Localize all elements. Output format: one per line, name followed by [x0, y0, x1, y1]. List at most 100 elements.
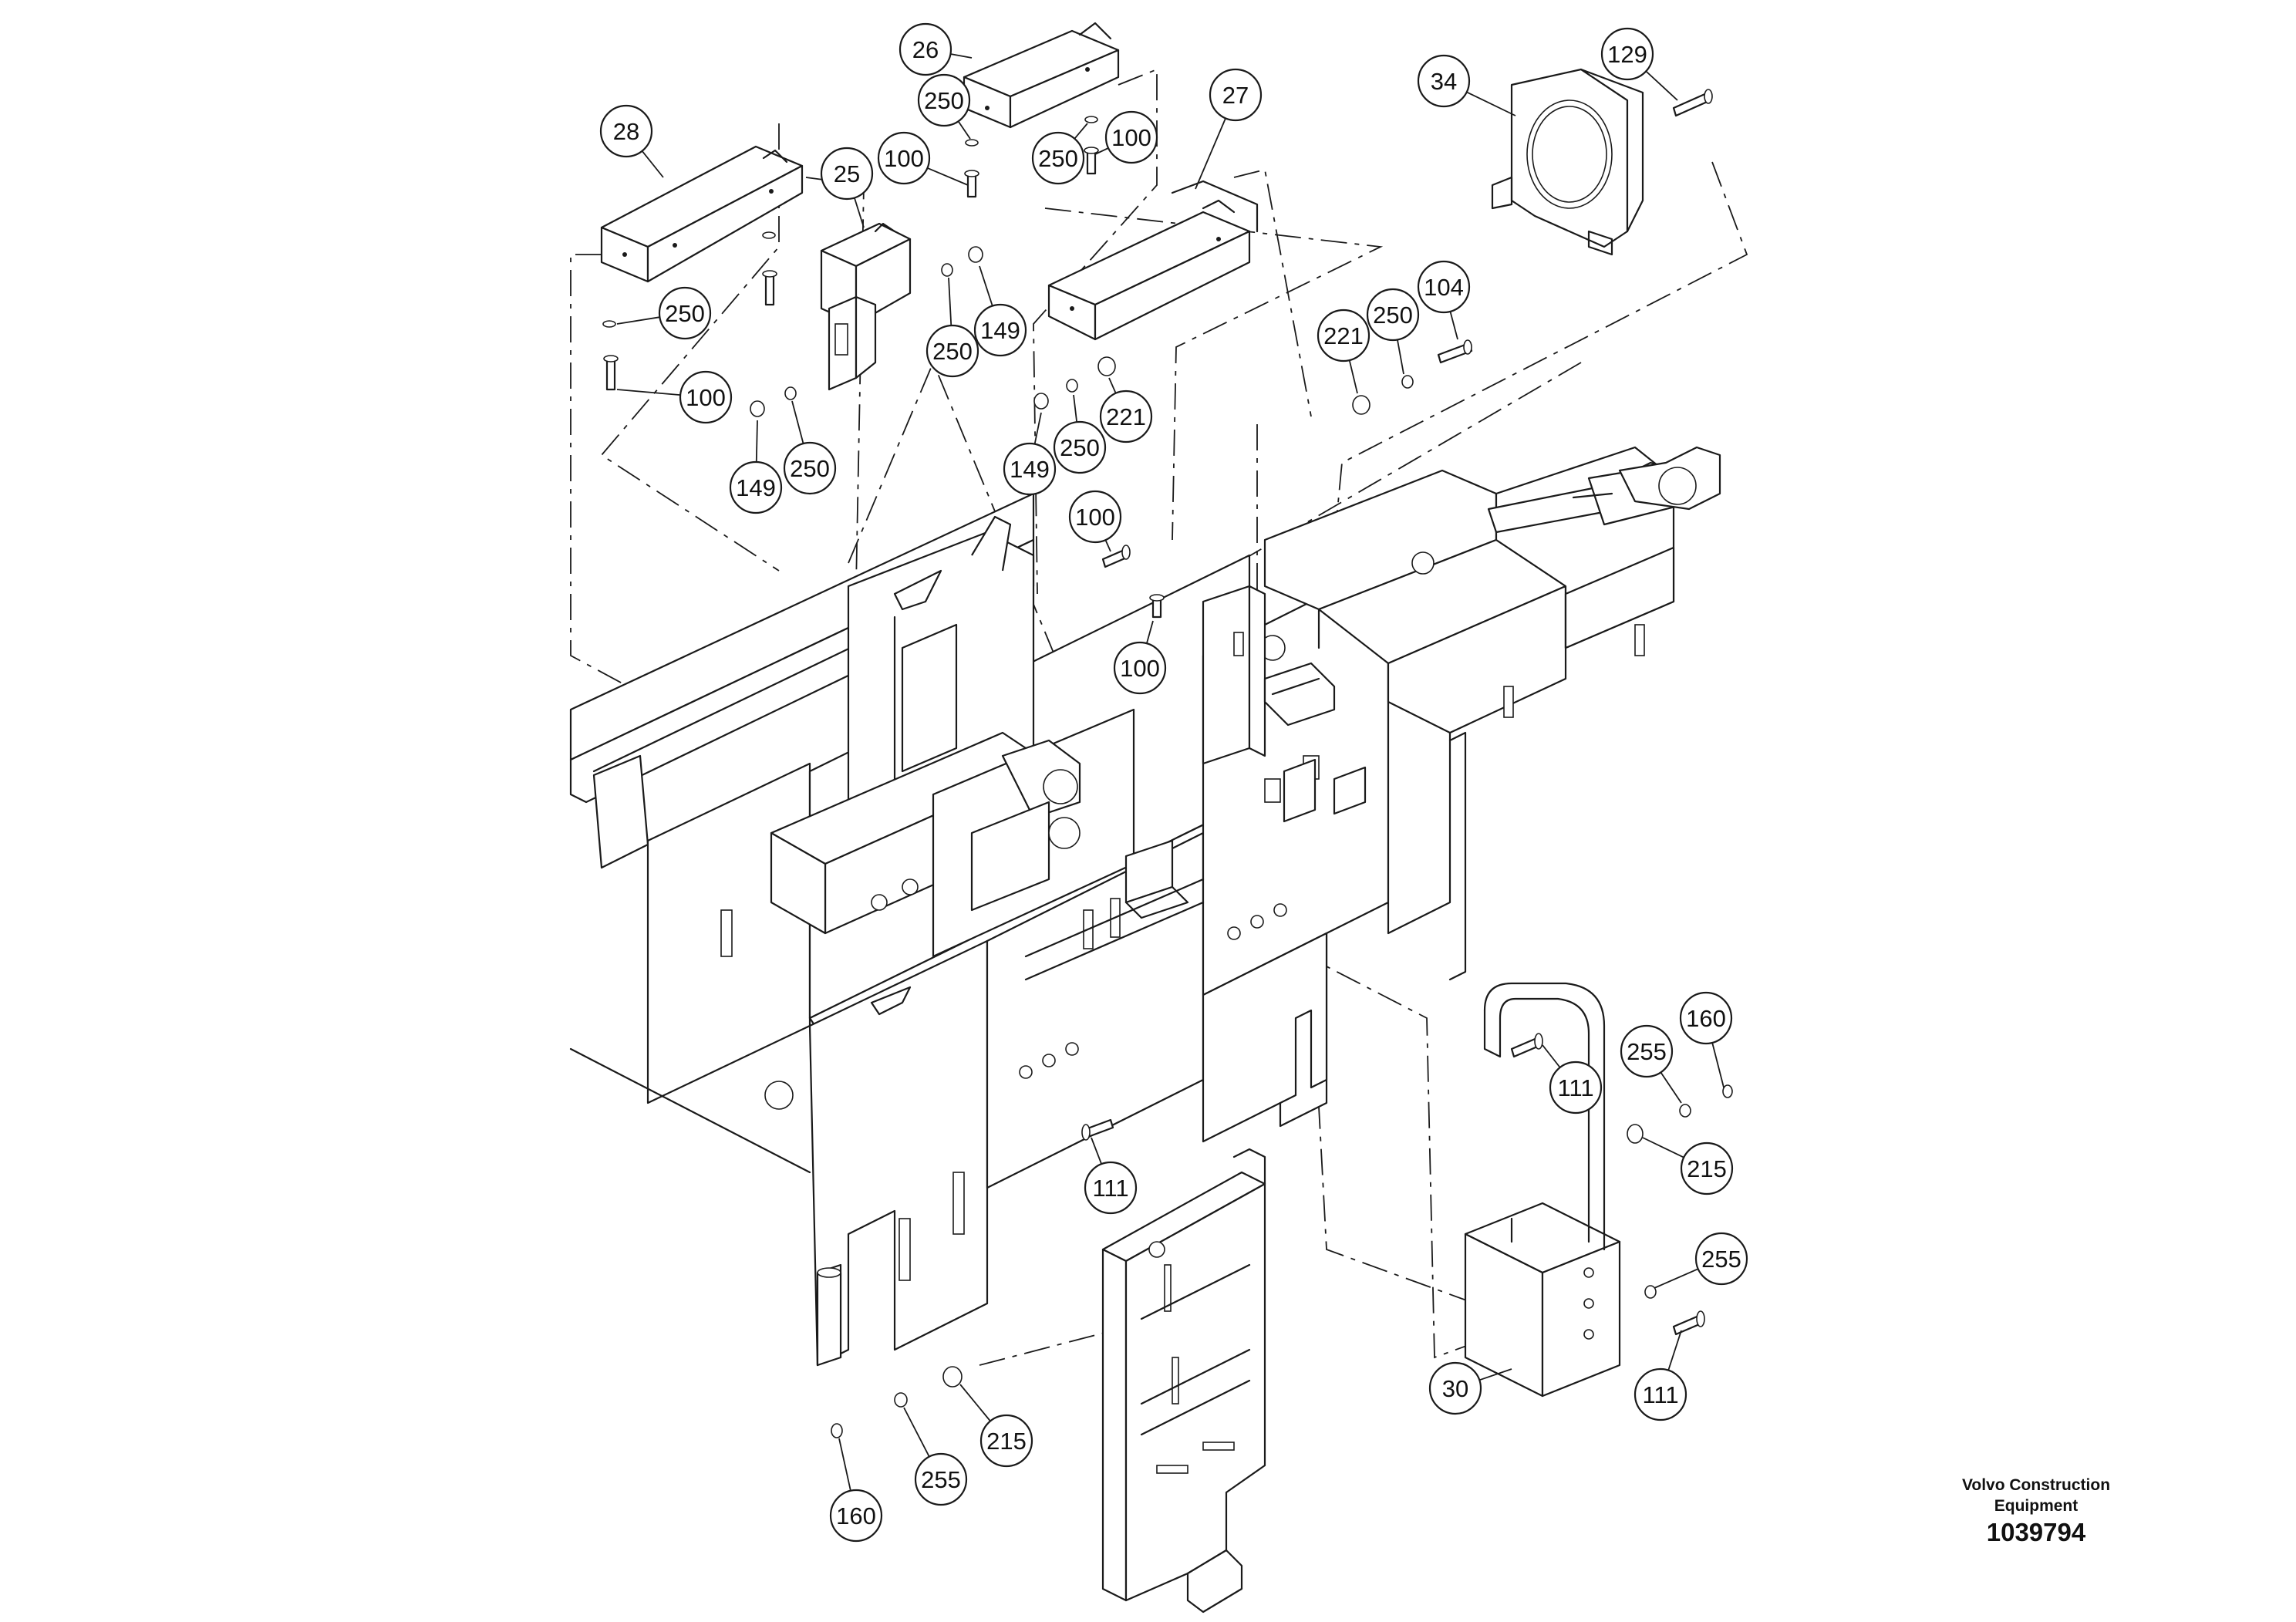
callout-number: 26	[912, 36, 939, 63]
callout-30: 30	[1428, 1361, 1482, 1415]
callout-number: 149	[736, 474, 776, 501]
callout-34: 34	[1417, 54, 1471, 108]
callout-leader-215	[959, 1384, 991, 1422]
part-28-cover	[600, 145, 804, 283]
callout-leader-30	[1478, 1368, 1512, 1381]
callout-250: 250	[1053, 420, 1107, 474]
callout-104: 104	[1417, 260, 1471, 314]
callout-129: 129	[1600, 27, 1654, 81]
callout-leader-100	[1104, 539, 1111, 552]
callout-circle	[925, 324, 979, 378]
callout-number: 215	[986, 1428, 1027, 1455]
callout-number: 25	[834, 160, 860, 187]
callout-number: 100	[686, 384, 726, 411]
callout-leader-25	[854, 197, 865, 228]
callout-number: 255	[1627, 1038, 1667, 1065]
callout-149: 149	[729, 460, 783, 514]
callout-number: 111	[1642, 1381, 1678, 1408]
callout-100: 100	[877, 131, 931, 185]
fasteners	[602, 89, 1733, 1438]
callout-leader-100	[1094, 147, 1109, 155]
callout-circle	[829, 1489, 883, 1543]
callout-number: 250	[1060, 434, 1100, 461]
callout-circle	[1084, 1161, 1138, 1215]
callout-leader-111	[1667, 1330, 1682, 1371]
callout-leader-255	[903, 1407, 930, 1458]
callout-circle	[658, 286, 712, 340]
company-line-1: Volvo Construction	[1961, 1476, 2111, 1494]
callout-number: 221	[1323, 322, 1364, 349]
callout-circle	[1417, 54, 1471, 108]
callout-number: 250	[790, 455, 830, 482]
callout-number: 27	[1222, 82, 1249, 109]
callout-circle	[914, 1452, 968, 1506]
callout-100: 100	[679, 370, 733, 424]
callout-circle	[1031, 131, 1085, 185]
callout-leader-111	[1542, 1044, 1561, 1068]
callout-number: 250	[932, 338, 973, 365]
callout-250: 250	[658, 286, 712, 340]
callout-leader-255	[1660, 1071, 1682, 1104]
callout-circle	[979, 1414, 1033, 1468]
callout-215: 215	[1680, 1141, 1734, 1195]
callout-255: 255	[1694, 1232, 1748, 1286]
callout-leader-160	[838, 1438, 851, 1491]
callout-leader-27	[1195, 118, 1226, 190]
callout-circle	[1209, 68, 1263, 122]
callout-leader-250	[948, 277, 952, 326]
callout-circle	[1680, 1141, 1734, 1195]
callout-leader-250	[1074, 123, 1088, 140]
callout-27: 27	[1209, 68, 1263, 122]
callout-25: 25	[820, 147, 874, 201]
callout-circle	[783, 441, 837, 495]
callout-number: 30	[1442, 1375, 1468, 1402]
callout-leader-250	[616, 316, 660, 325]
callout-leader-215	[1642, 1137, 1684, 1158]
callout-255: 255	[914, 1452, 968, 1506]
callout-circle	[1633, 1367, 1687, 1421]
upper-right-frame	[1202, 446, 1721, 823]
callout-circle	[1104, 110, 1158, 164]
callout-250: 250	[917, 73, 971, 127]
company-name: Volvo Construction Equipment	[1920, 1475, 2152, 1516]
callout-250: 250	[1366, 288, 1420, 342]
callout-number: 149	[980, 317, 1020, 344]
callout-number: 104	[1424, 274, 1464, 301]
lower-stand	[1101, 1148, 1266, 1614]
callout-leader-100	[1145, 620, 1154, 644]
callout-leader-100	[616, 389, 681, 396]
callout-number: 100	[884, 145, 924, 172]
callout-leader-149	[1033, 412, 1042, 444]
callout-250: 250	[925, 324, 979, 378]
callout-100: 100	[1104, 110, 1158, 164]
callout-number: 100	[1111, 124, 1151, 151]
callout-circle	[1003, 442, 1057, 496]
callout-circle	[599, 104, 653, 158]
callout-leader-100	[927, 167, 969, 186]
callout-number: 250	[1373, 302, 1413, 329]
callout-250: 250	[1031, 131, 1085, 185]
callout-circle	[1053, 420, 1107, 474]
callout-circle	[1428, 1361, 1482, 1415]
part-25-bracket	[820, 222, 912, 391]
callout-number: 129	[1607, 41, 1647, 68]
callout-leader-250	[791, 400, 804, 444]
callout-number: 255	[921, 1466, 961, 1493]
callout-circle	[679, 370, 733, 424]
callout-number: 250	[924, 87, 964, 114]
callout-leader-221	[1108, 377, 1117, 394]
callout-circle	[1679, 991, 1733, 1045]
callout-circle	[917, 73, 971, 127]
callout-circle	[820, 147, 874, 201]
callout-100: 100	[1068, 490, 1122, 544]
callout-111: 111	[1084, 1161, 1138, 1215]
callout-250: 250	[783, 441, 837, 495]
callout-circle	[1113, 641, 1167, 695]
callout-circle	[973, 303, 1027, 357]
callout-leader-104	[1449, 311, 1458, 340]
callout-leader-129	[1645, 70, 1678, 101]
callout-number: 28	[613, 118, 639, 145]
part-30-box	[1464, 982, 1621, 1398]
callout-circle	[1620, 1024, 1674, 1078]
